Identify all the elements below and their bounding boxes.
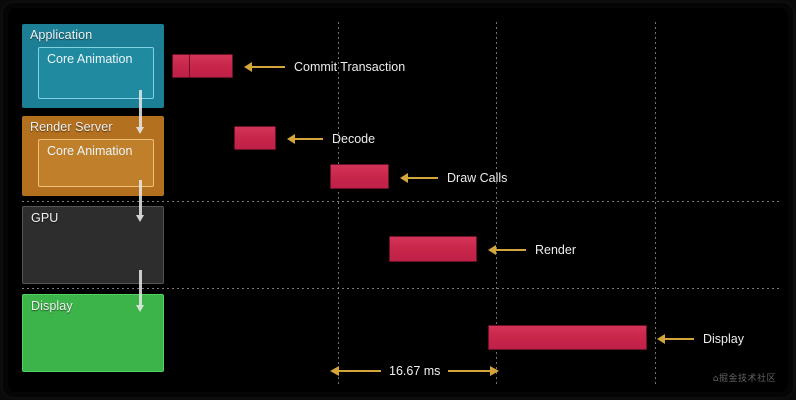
annotation-render-label: Render [535,243,576,257]
gridline-vertical-1 [338,22,339,384]
gridline-horizontal-2 [22,288,782,289]
lane-application-title: Application [30,28,93,42]
measurement-frame-duration: 16.67 ms [330,364,500,378]
watermark: ⌂掘金技术社区 [712,374,776,384]
annotation-commit-transaction: Commit Transaction [244,60,405,74]
arrow-shaft [408,177,438,179]
bar-commit-transaction[interactable] [172,54,233,78]
measurement-label: 16.67 ms [389,364,441,378]
flow-arrow-gpu-to-display [136,270,145,312]
gridline-horizontal-1 [22,201,782,202]
timeline-plot-area: Application Core Animation Render Server… [8,8,788,392]
arrow-left-icon [287,134,295,144]
arrow-left-icon [657,334,665,344]
lane-application-inner-label: Core Animation [47,52,133,66]
bar-draw-calls[interactable] [330,164,389,189]
gridline-vertical-2 [496,22,497,384]
annotation-display-label: Display [703,332,744,346]
annotation-display: Display [657,332,744,346]
arrow-left-icon [488,245,496,255]
lane-render-server-inner-label: Core Animation [47,144,133,158]
measurement-shaft-right [448,370,491,372]
flow-arrow-renderserver-to-gpu [136,180,145,222]
arrow-shaft [665,338,694,340]
lane-display-title: Display [31,299,73,313]
annotation-render: Render [488,243,576,257]
bar-display[interactable] [488,325,647,350]
lane-application: Application Core Animation [22,24,164,108]
bar-commit-transaction-segment-1 [173,55,190,77]
gridline-vertical-3 [655,22,656,384]
arrow-left-icon [244,62,252,72]
lane-render-server-title: Render Server [30,120,113,134]
bar-decode[interactable] [234,126,276,150]
arrow-shaft [496,249,526,251]
bar-render[interactable] [389,236,477,262]
arrow-left-icon [400,173,408,183]
annotation-draw-calls-label: Draw Calls [447,171,508,185]
arrow-shaft [252,66,285,68]
lane-application-inner-box: Core Animation [38,47,154,99]
annotation-commit-transaction-label: Commit Transaction [294,60,406,74]
annotation-decode-label: Decode [332,132,376,146]
arrow-left-icon [330,366,339,376]
measurement-shaft-left [339,370,381,372]
flow-arrow-app-to-renderserver [136,90,145,134]
lane-gpu-title: GPU [31,211,59,225]
annotation-decode: Decode [287,132,375,146]
arrow-right-icon [490,366,500,376]
lane-render-server-inner-box: Core Animation [38,139,154,187]
arrow-shaft [295,138,323,140]
annotation-draw-calls: Draw Calls [400,171,507,185]
